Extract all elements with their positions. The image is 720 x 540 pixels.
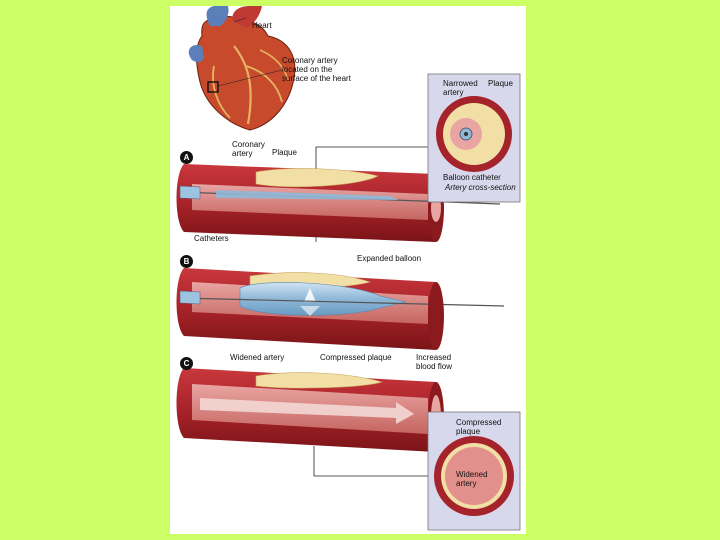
label-catheters: Catheters (194, 234, 229, 243)
artery-b (176, 268, 505, 350)
label-balloon-catheter: Balloon catheter (443, 173, 501, 182)
label-compressed-plaque: Compressed plaque (320, 353, 392, 362)
step-badge-c: C (180, 357, 193, 370)
label-narrowed-artery: Narrowed artery (443, 79, 478, 97)
figure-panel: Heart Coronary artery located on the sur… (170, 6, 526, 534)
label-plaque-inset: Plaque (488, 79, 513, 88)
label-expanded-balloon: Expanded balloon (357, 254, 422, 263)
label-coronary-artery-location: Coronary artery located on the surface o… (282, 56, 351, 83)
label-plaque-a: Plaque (272, 148, 297, 157)
artery-c (176, 368, 444, 452)
label-compressed-plaque-inset: Compressed plaque (456, 418, 502, 436)
label-widened-artery: Widened artery (230, 353, 285, 362)
label-increased-blood-flow: Increased blood flow (416, 353, 453, 371)
step-badge-a: A (180, 151, 193, 164)
label-heart: Heart (252, 21, 272, 30)
label-coronary-artery: Coronary artery (232, 140, 265, 158)
connector-line-c (313, 446, 428, 477)
cross-section-inset-narrowed (427, 73, 521, 203)
label-artery-cross-section: Artery cross-section (445, 183, 516, 192)
cross-section-inset-widened (427, 411, 521, 531)
angioplasty-diagram (176, 6, 521, 531)
step-badge-b: B (180, 255, 193, 268)
heart-illustration (188, 6, 296, 131)
label-widened-artery-inset: Widened artery (456, 470, 488, 488)
artery-a (176, 164, 501, 242)
